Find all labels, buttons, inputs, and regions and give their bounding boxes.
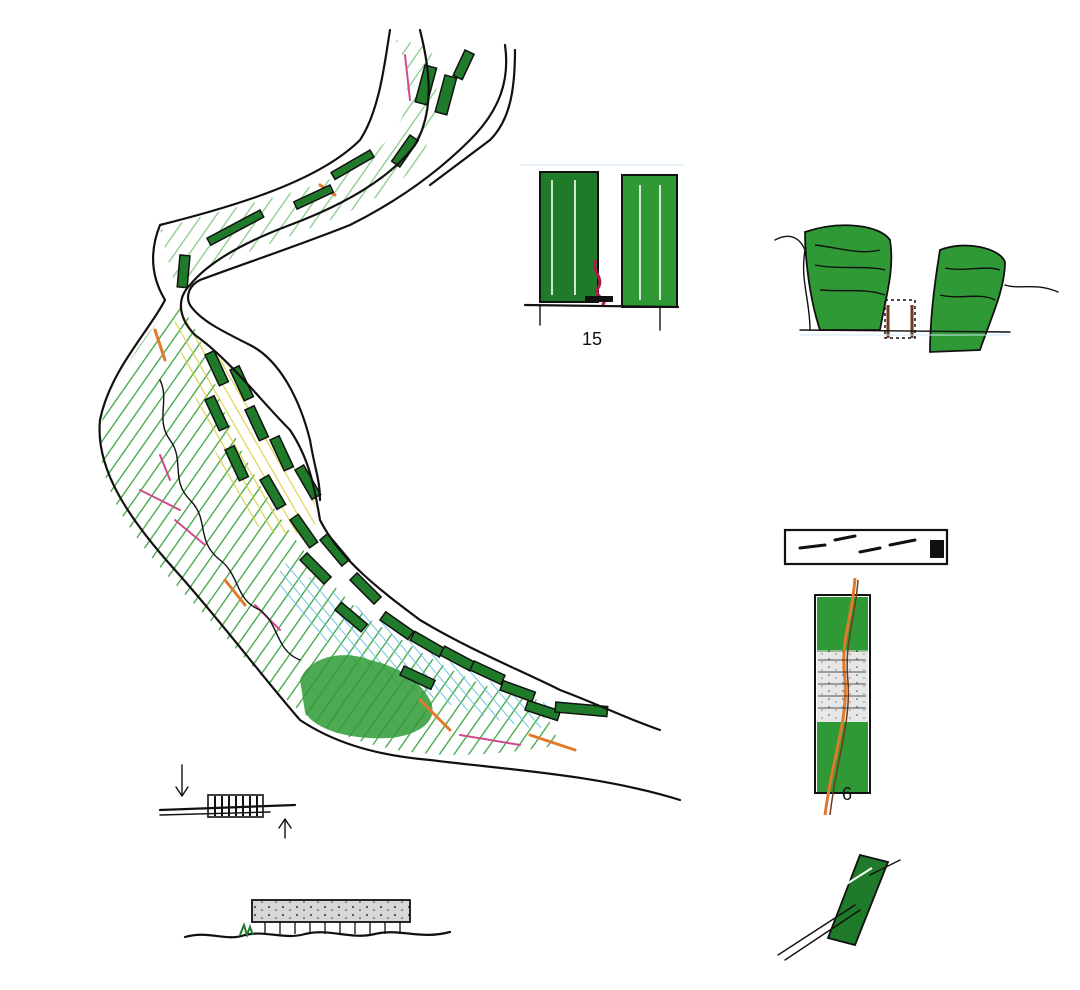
blue-water-zone [280, 560, 550, 730]
bar-element [783, 528, 949, 566]
boardwalk-section [183, 899, 452, 939]
tree-right [621, 174, 678, 308]
planting-blocks [176, 49, 609, 722]
tree-section-15: 15 [520, 164, 685, 349]
canopy-right [929, 244, 1006, 353]
arrow-down-icon [175, 764, 189, 797]
canopy-left [804, 224, 893, 331]
plan-strip-6: 6 [814, 577, 871, 816]
river-outline-far-right [428, 48, 517, 187]
river-outline-inner [179, 28, 662, 732]
tree-section-number: 15 [582, 329, 602, 349]
tree-left [539, 171, 599, 303]
valley-plan [98, 28, 682, 802]
river-outline-left [98, 28, 682, 802]
slope-detail [777, 853, 901, 961]
tree-section-right [774, 224, 1059, 353]
arrow-up-icon [278, 818, 292, 839]
upper-river-hatch [160, 40, 437, 285]
river-outline-right [186, 43, 508, 502]
section-with-arrows [158, 764, 297, 839]
accent-strokes [139, 54, 577, 752]
bank-wiggle [159, 379, 301, 661]
plan-strip-number: 6 [842, 784, 852, 804]
green-bush-cluster [300, 655, 433, 739]
